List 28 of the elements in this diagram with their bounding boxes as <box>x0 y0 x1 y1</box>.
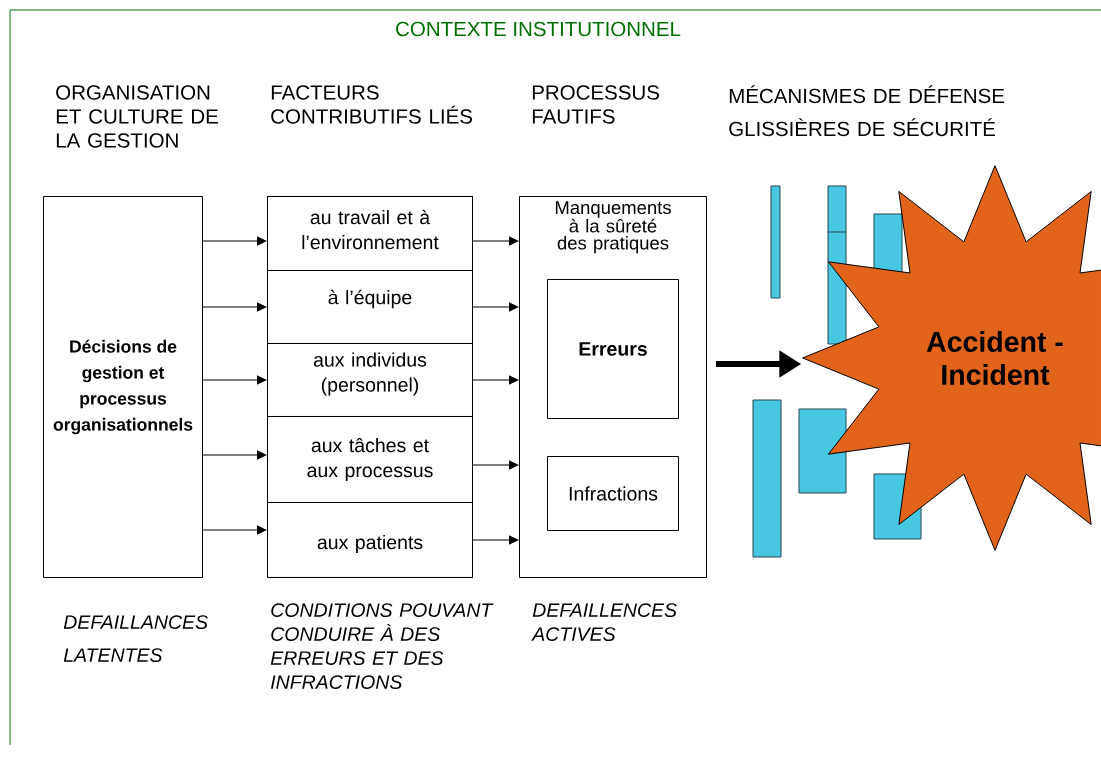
arrow <box>202 375 267 385</box>
arrow <box>202 302 267 312</box>
column-heading: ORGANISATION ET CULTURE DE LA GESTION <box>56 85 218 148</box>
factor-box: aux tâches et aux processus <box>267 416 473 503</box>
factor-box: à l’équipe <box>267 270 473 344</box>
column-heading: PROCESSUS FAUTIFS <box>532 85 659 124</box>
factor-box: au travail et à l’environnement <box>267 196 473 271</box>
column-caption: DEFAILLANCES LATENTES <box>63 615 208 662</box>
arrow <box>472 236 519 246</box>
factor-box: aux individus (personnel) <box>267 343 473 417</box>
arrow <box>202 450 267 460</box>
arrow <box>472 375 519 385</box>
column-heading: MÉCANISMES DE DÉFENSE <box>729 85 1005 104</box>
column-heading: FACTEURS CONTRIBUTIFS LIÉS <box>271 85 472 124</box>
column-heading: GLISSIÈRES DE SÉCURITÉ <box>729 118 995 137</box>
accident-star: Accident - Incident <box>802 165 1101 551</box>
factor-box: Infractions <box>547 456 679 531</box>
factor-box: Erreurs <box>547 279 679 419</box>
factor-box: aux patients <box>267 502 473 578</box>
arrow <box>472 302 519 312</box>
process-box: Décisions de gestion et processus organisationnels <box>43 196 203 578</box>
column-caption: DEFAILLENCES ACTIVES <box>531 603 677 641</box>
arrow <box>202 525 267 535</box>
arrow <box>472 535 519 545</box>
arrow <box>202 236 267 246</box>
column-caption: CONDITIONS POUVANT CONDUIRE À DES ERREURS ET DES INFRACTIONS <box>270 603 494 689</box>
arrow <box>472 460 519 470</box>
title: CONTEXTE INSTITUTIONNEL <box>396 21 681 37</box>
